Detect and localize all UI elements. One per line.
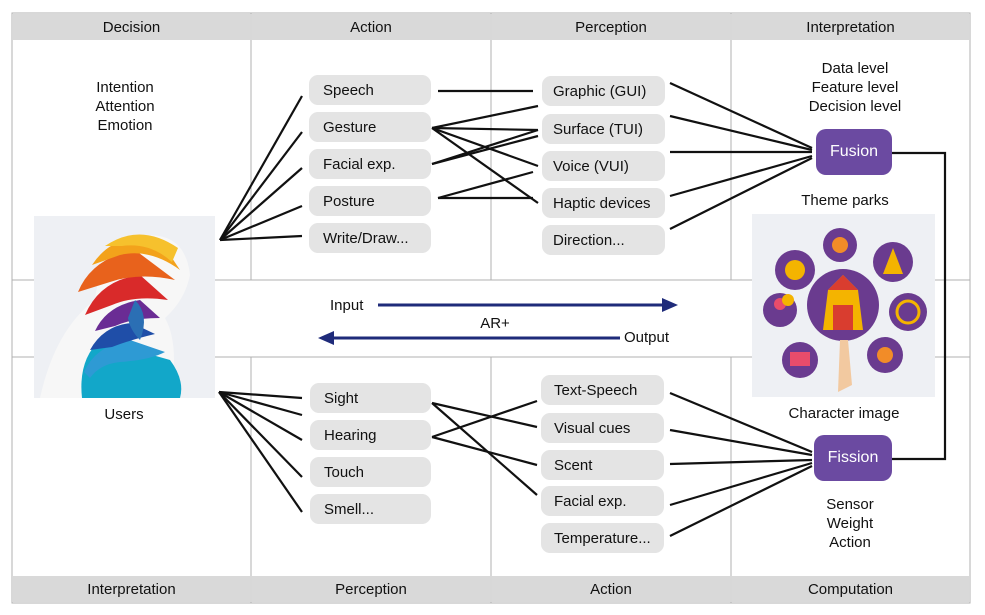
- perception-graphic-gui: Graphic (GUI): [542, 76, 665, 106]
- fusion-decision-level: Decision level: [808, 98, 902, 115]
- footer-perception: Perception: [252, 576, 490, 602]
- fusion-node: Fusion: [816, 129, 892, 175]
- decision-emotion: Emotion: [97, 117, 153, 134]
- perception-smell: Smell...: [310, 494, 431, 524]
- footer-action: Action: [492, 576, 730, 602]
- flow-ar-plus-label: AR+: [480, 315, 510, 332]
- action-temperature: Temperature...: [541, 523, 664, 553]
- action-gesture: Gesture: [309, 112, 431, 142]
- action-posture: Posture: [309, 186, 431, 216]
- flow-input-label: Input: [330, 297, 364, 314]
- perception-direction: Direction...: [542, 225, 665, 255]
- character-image-label: Character image: [788, 405, 900, 422]
- header-perception: Perception: [492, 14, 730, 40]
- header-interpretation: Interpretation: [732, 14, 969, 40]
- perception-haptic-devices: Haptic devices: [542, 188, 665, 218]
- action-facial-exp: Facial exp.: [309, 149, 431, 179]
- fission-action: Action: [829, 534, 871, 551]
- header-decision: Decision: [13, 14, 250, 40]
- decision-attention: Attention: [95, 98, 155, 115]
- perception-voice-vui: Voice (VUI): [542, 151, 665, 181]
- fission-sensor: Sensor: [826, 496, 874, 513]
- action-speech: Speech: [309, 75, 431, 105]
- perception-hearing: Hearing: [310, 420, 431, 450]
- flow-output-label: Output: [624, 329, 670, 346]
- header-action: Action: [252, 14, 490, 40]
- perception-touch: Touch: [310, 457, 431, 487]
- perception-surface-tui: Surface (TUI): [542, 114, 665, 144]
- theme-parks-image: [752, 214, 935, 397]
- action-visual-cues: Visual cues: [541, 413, 664, 443]
- connector-lines: [218, 81, 947, 537]
- theme-parks-label: Theme parks: [801, 192, 889, 209]
- users-head-icon: [34, 216, 215, 398]
- fusion-data-level: Data level: [821, 60, 889, 77]
- decision-intention: Intention: [96, 79, 154, 96]
- fusion-feature-level: Feature level: [811, 79, 899, 96]
- fission-node: Fission: [814, 435, 892, 481]
- users-label: Users: [104, 406, 144, 423]
- action-text-speech: Text-Speech: [541, 375, 664, 405]
- action-scent: Scent: [541, 450, 664, 480]
- action-write-draw: Write/Draw...: [309, 223, 431, 253]
- footer-computation: Computation: [732, 576, 969, 602]
- footer-interpretation: Interpretation: [13, 576, 250, 602]
- action-facial-exp-bottom: Facial exp.: [541, 486, 664, 516]
- flow-arrows: [318, 298, 678, 345]
- perception-sight: Sight: [310, 383, 431, 413]
- fission-weight: Weight: [826, 515, 874, 532]
